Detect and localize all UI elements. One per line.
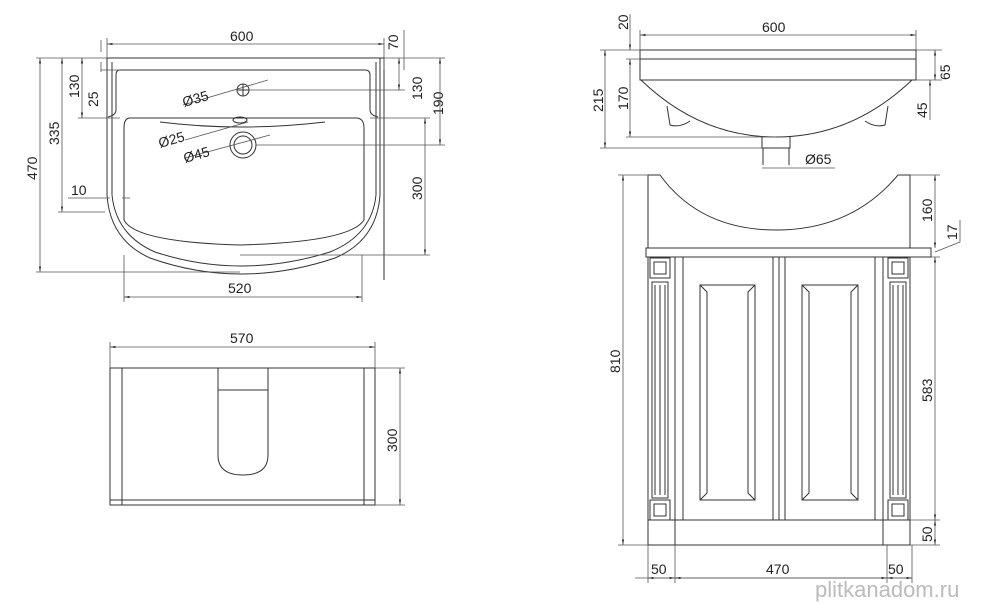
dim-height-810: 810	[607, 349, 623, 373]
dim-583: 583	[919, 378, 935, 402]
side-dim-170: 170	[615, 86, 631, 110]
dim-130-right: 130	[409, 76, 425, 100]
side-dim-45: 45	[914, 102, 930, 118]
side-dim-65: 65	[937, 64, 953, 80]
dim-70: 70	[385, 34, 401, 50]
dim-depth-470: 470	[24, 156, 40, 180]
hole-35-label: Ø35	[180, 87, 210, 110]
watermark: plitkanadom.ru	[815, 577, 959, 602]
dim-335: 335	[46, 121, 62, 145]
dim-160: 160	[919, 198, 935, 222]
dim-depth-300: 300	[384, 428, 400, 452]
dim-width-570: 570	[230, 330, 254, 346]
dim-190: 190	[430, 91, 446, 115]
dim-10: 10	[71, 182, 87, 198]
dim-25: 25	[85, 91, 101, 107]
hole-45-label: Ø45	[181, 143, 211, 166]
sink-side-view: 600 20 215 170 65 45 Ø65	[590, 14, 953, 169]
dim-470: 470	[766, 561, 790, 577]
side-dim-600: 600	[762, 19, 786, 35]
cabinet-front-view: 810 160 17 583 50 50 470 50	[607, 174, 961, 583]
sink-top-view: 600 520 470 335 130 25 10 70 130 190 300…	[24, 28, 446, 302]
dim-17: 17	[944, 224, 960, 240]
dim-width-600: 600	[230, 28, 254, 44]
dim-130-left: 130	[66, 74, 82, 98]
dim-base-50: 50	[919, 526, 935, 542]
dim-300: 300	[409, 176, 425, 200]
dim-right-50: 50	[888, 561, 904, 577]
side-dim-215: 215	[590, 88, 606, 112]
cabinet-top-view: 570 300	[109, 330, 405, 506]
hole-25-label: Ø25	[156, 128, 186, 151]
dim-bowl-520: 520	[228, 280, 252, 296]
side-dim-20: 20	[615, 14, 631, 30]
drain-65-label: Ø65	[805, 151, 832, 167]
dim-left-50: 50	[651, 561, 667, 577]
